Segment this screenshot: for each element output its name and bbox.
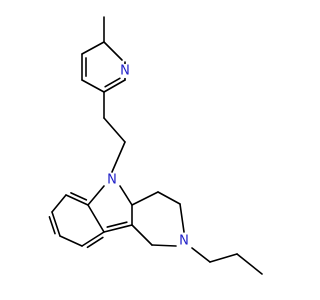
ind-2-bond (119, 185, 133, 206)
bz-3-bond (51, 211, 61, 237)
thp-2-bond (157, 191, 181, 205)
py-2-bond (103, 79, 126, 93)
ind-4-bond (103, 224, 133, 233)
bz-5-bond (81, 231, 105, 247)
piperidine-nitrogen-label: N (179, 234, 189, 249)
structure-canvas: N N N (48, 16, 263, 275)
piperidine-nitrogen: N (177, 234, 191, 249)
py-5-bond (81, 41, 105, 55)
pr-3-bond (236, 253, 263, 275)
py-3-bond (81, 79, 105, 93)
py-1-bond (103, 41, 123, 61)
bz-1-double-bond (70, 192, 88, 201)
py-2-double-bond (104, 77, 121, 88)
bond-group (48, 16, 263, 275)
ind-3-bond (87, 204, 105, 233)
indole-nitrogen-mask (105, 173, 119, 187)
pyridine-nitrogen-mask (118, 64, 132, 78)
bz-1-bond (65, 194, 89, 206)
link-3-bond (111, 141, 126, 173)
atom-label-group: N N N (105, 64, 191, 249)
indole-nitrogen: N (105, 173, 119, 188)
thp-1-bond (131, 191, 159, 206)
link-2-bond (103, 117, 126, 143)
bz-5-double-bond (86, 236, 104, 249)
ind-1-bond (87, 185, 105, 206)
thp-5-bond (131, 224, 153, 246)
bz-4-bond (59, 235, 83, 247)
thp-3-bond (179, 203, 185, 233)
ind-4-double-bond (106, 221, 128, 228)
pr-2-bond (209, 253, 238, 263)
thp-4-bond (151, 244, 177, 247)
pyridine-nitrogen: N (118, 64, 132, 79)
piperidine-nitrogen-mask (177, 234, 191, 248)
bz-2-bond (51, 194, 67, 213)
bz-3-double-bond (48, 216, 56, 235)
molecule-diagram: N N N (48, 16, 263, 275)
indole-nitrogen-label: N (107, 173, 117, 188)
pr-1-bond (191, 247, 211, 263)
pyridine-nitrogen-label: N (120, 64, 130, 79)
